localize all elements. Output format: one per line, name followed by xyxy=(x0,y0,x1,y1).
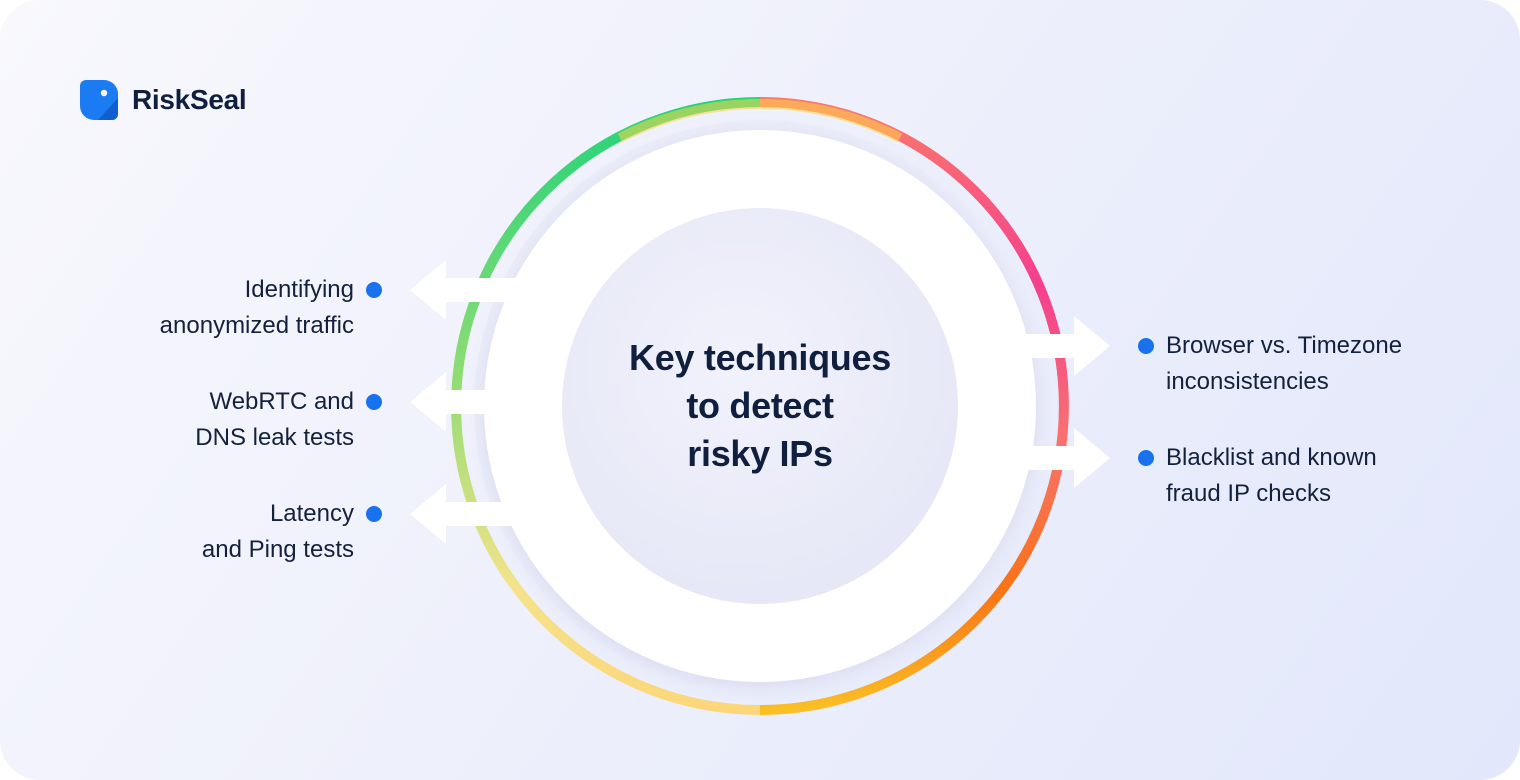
center-title-line: Key techniques xyxy=(629,337,891,378)
item-line: and Ping tests xyxy=(201,536,354,563)
item-line: inconsistencies xyxy=(1166,368,1329,395)
item-line: fraud IP checks xyxy=(1166,480,1331,507)
arrow-right-1 xyxy=(1000,316,1110,376)
bullet-dot xyxy=(366,394,382,410)
bullet-dot xyxy=(1138,450,1154,466)
item-line: Latency xyxy=(269,500,354,527)
arrow-left-1 xyxy=(410,260,520,320)
item-line: DNS leak tests xyxy=(195,424,354,451)
arrow-left-2 xyxy=(410,372,520,432)
riskseal-logo-icon xyxy=(80,80,118,120)
ring-right-half xyxy=(759,97,1069,715)
item-line: Identifying xyxy=(244,276,354,303)
left-item-webrtc-dns: WebRTC and DNS leak tests xyxy=(54,384,354,456)
center-title: Key techniques to detect risky IPs xyxy=(560,334,960,478)
brand-logo[interactable]: RiskSeal xyxy=(80,80,247,120)
ring-top-blend xyxy=(617,98,903,143)
left-item-latency-ping: Latency and Ping tests xyxy=(54,496,354,568)
item-line: Blacklist and known xyxy=(1166,444,1377,471)
inner-circle xyxy=(562,208,958,604)
item-line: Browser vs. Timezone xyxy=(1166,332,1403,359)
left-arrows xyxy=(410,260,520,544)
item-line: WebRTC and xyxy=(209,388,354,415)
right-item-browser-timezone: Browser vs. Timezone inconsistencies xyxy=(1166,328,1486,400)
bullet-dot xyxy=(1138,338,1154,354)
brand-name: RiskSeal xyxy=(132,84,247,115)
arrow-left-3 xyxy=(410,484,520,544)
bullet-dot xyxy=(366,282,382,298)
center-title-line: risky IPs xyxy=(687,433,833,474)
item-line: anonymized traffic xyxy=(159,312,354,339)
center-title-line: to detect xyxy=(686,385,834,426)
arrow-right-2 xyxy=(1000,428,1110,488)
left-item-anonymized-traffic: Identifying anonymized traffic xyxy=(54,272,354,344)
right-item-blacklist: Blacklist and known fraud IP checks xyxy=(1166,440,1486,512)
bullet-dot xyxy=(366,506,382,522)
right-arrows xyxy=(1000,316,1110,488)
